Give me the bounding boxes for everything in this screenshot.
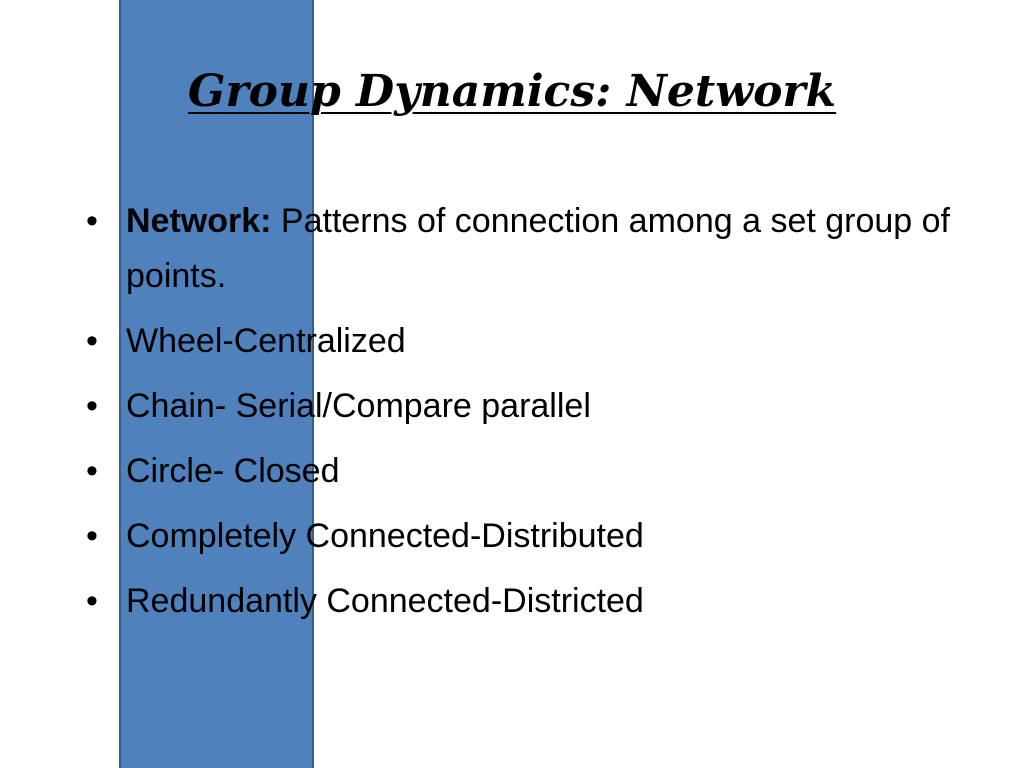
- bullet-text: Chain- Serial/Compare parallel: [126, 387, 591, 425]
- bullet-item: Wheel-Centralized: [86, 314, 1006, 369]
- bullet-item: Completely Connected-Distributed: [86, 509, 1006, 564]
- bullet-text: Circle- Closed: [126, 452, 340, 490]
- bullet-text: Wheel-Centralized: [126, 322, 406, 360]
- bullet-text: Redundantly Connected-Districted: [126, 582, 644, 620]
- bullet-item: Circle- Closed: [86, 444, 1006, 499]
- bullet-item: Network: Patterns of connection among a …: [86, 194, 1006, 304]
- bullet-item: Chain- Serial/Compare parallel: [86, 379, 1006, 434]
- bullet-text: Completely Connected-Distributed: [126, 517, 644, 555]
- slide-title: Group Dynamics: Network: [0, 62, 1024, 122]
- bullet-item: Redundantly Connected-Districted: [86, 574, 1006, 629]
- bullet-list: Network: Patterns of connection among a …: [86, 194, 1006, 639]
- slide-title-text: Group Dynamics: Network: [187, 66, 837, 117]
- bullet-text: Patterns of connection among a set group…: [126, 202, 951, 295]
- bullet-term: Network:: [126, 202, 272, 240]
